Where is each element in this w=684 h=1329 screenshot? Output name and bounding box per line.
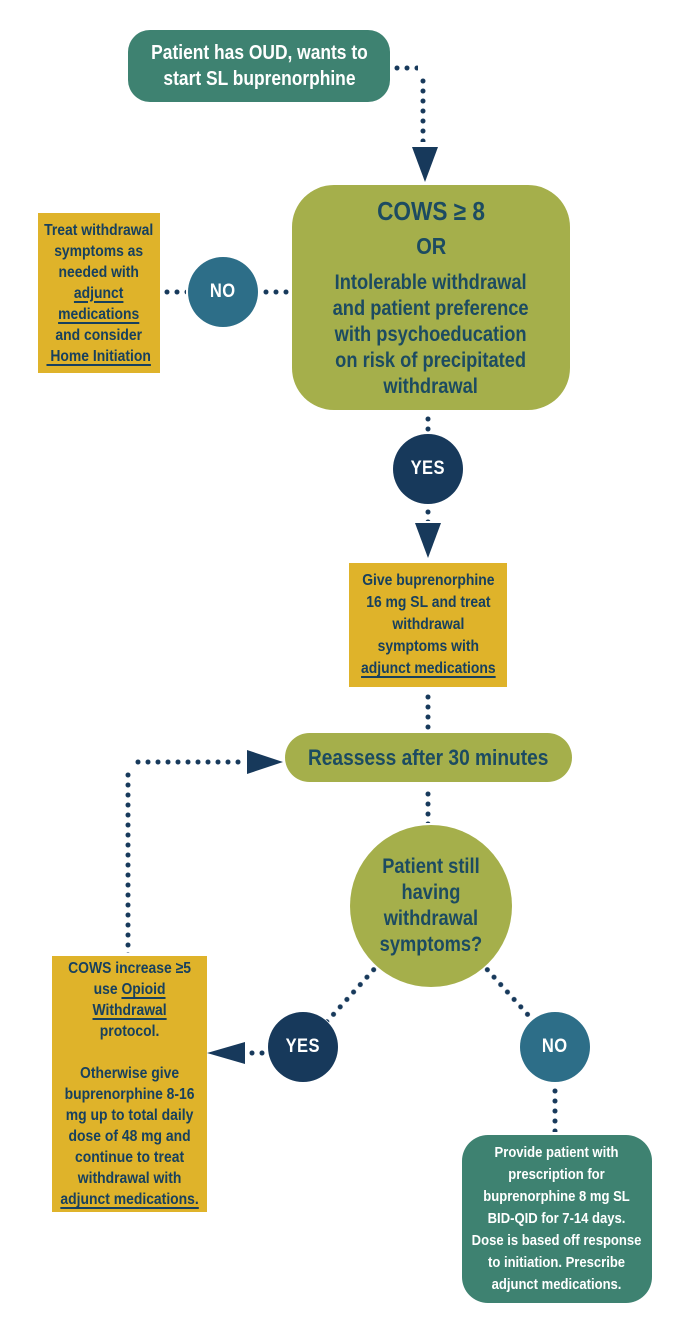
- connector-yes-to-give: [425, 507, 431, 521]
- connector-still-to-yes-bottom: [325, 963, 380, 1024]
- home-initiation-link[interactable]: Home Initiation: [46, 347, 152, 365]
- no-label-bottom-text: NO: [542, 1036, 568, 1057]
- reassess-node: Reassess after 30 minutes: [285, 733, 572, 782]
- connector-start-elbow-h: [392, 65, 418, 71]
- no-label-bottom: NO: [520, 1012, 590, 1082]
- connector-cows-to-no-top: [261, 289, 289, 295]
- connector-loop-horizontal: [133, 759, 245, 765]
- arrowhead-into-reassess: [247, 750, 283, 774]
- home-initiation-text: Treat withdrawal symptoms as needed with…: [44, 221, 154, 365]
- prescription-text: Provide patient with prescription for bu…: [472, 1144, 642, 1293]
- start-node-text: Patient has OUD, wants to start SL bupre…: [150, 42, 368, 90]
- prescription-node: Provide patient with prescription for bu…: [462, 1135, 652, 1303]
- adjunct-medications-link[interactable]: adjunct medications: [58, 284, 140, 323]
- arrowhead-into-cows-decision: [412, 147, 438, 182]
- arrowhead-into-give-buprenorphine: [415, 523, 441, 558]
- connector-still-to-no-bottom: [481, 963, 535, 1022]
- cows-decision-or: OR: [415, 232, 447, 259]
- yes-label-bottom: YES: [268, 1012, 338, 1082]
- connector-cows-to-yes: [425, 414, 431, 432]
- cows-decision-title: COWS ≥ 8: [377, 195, 485, 226]
- adjunct-medications-link-2[interactable]: adjunct medications: [360, 660, 496, 677]
- yes-label-bottom-text: YES: [285, 1036, 321, 1057]
- cows-increase-node: COWS increase ≥5 use Opioid Withdrawal p…: [52, 956, 207, 1212]
- connector-no-top-to-home: [162, 289, 186, 295]
- still-symptoms-text: Patient still having withdrawal symptoms…: [379, 855, 483, 956]
- connector-loop-vertical: [125, 770, 131, 953]
- yes-label-top-text: YES: [410, 458, 446, 479]
- connector-yes-bottom-to-arrow: [247, 1050, 266, 1056]
- reassess-text: Reassess after 30 minutes: [308, 744, 549, 770]
- home-initiation-node: Treat withdrawal symptoms as needed with…: [38, 213, 160, 373]
- opioid-withdrawal-link[interactable]: Opioid Withdrawal: [92, 981, 167, 1019]
- yes-label-top: YES: [393, 434, 463, 504]
- connector-start-elbow-v: [420, 76, 426, 142]
- cows-decision-node: COWS ≥ 8 OR Intolerable withdrawal and p…: [292, 185, 570, 410]
- give-buprenorphine-text: Give buprenorphine 16 mg SL and treat wi…: [360, 572, 496, 677]
- cows-increase-text: COWS increase ≥5 use Opioid Withdrawal p…: [60, 960, 199, 1208]
- connector-give-to-reassess: [425, 692, 431, 730]
- no-label-top: NO: [188, 257, 258, 327]
- adjunct-medications-link-3[interactable]: adjunct medications.: [60, 1191, 199, 1208]
- connector-no-bottom-to-prescription: [552, 1086, 558, 1132]
- arrowhead-into-cows-increase: [207, 1042, 245, 1064]
- still-symptoms-node: Patient still having withdrawal symptoms…: [350, 825, 512, 987]
- no-label-top-text: NO: [210, 281, 236, 302]
- give-buprenorphine-node: Give buprenorphine 16 mg SL and treat wi…: [349, 563, 507, 687]
- start-node: Patient has OUD, wants to start SL bupre…: [128, 30, 390, 102]
- connector-reassess-to-still: [425, 789, 431, 823]
- cows-decision-body: Intolerable withdrawal and patient prefe…: [333, 270, 529, 398]
